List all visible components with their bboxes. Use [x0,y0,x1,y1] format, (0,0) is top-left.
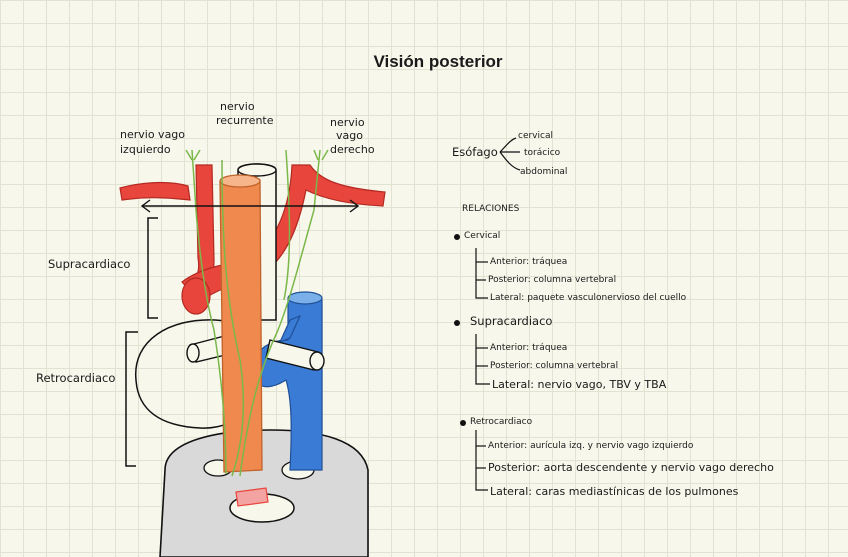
cervical-item-3: Lateral: paquete vasculonervioso del cue… [490,293,687,303]
label-nervio-vago-der-3: derecho [330,143,375,156]
group-supracardiaco: Supracardiaco [470,314,553,328]
esofago-branches [499,137,521,171]
label-nervio-vago-izq-1: nervio vago [120,128,186,141]
bracket-retrocardiaco [125,331,138,467]
esofago-part-toracico: torácico [524,148,561,158]
supracardiaco-item-1: Anterior: tráquea [490,343,568,353]
label-retrocardiaco: Retrocardiaco [36,371,116,385]
retrocardiaco-item-3: Lateral: caras mediastínicas de los pulm… [490,485,739,498]
bullet-icon [454,320,460,326]
relaciones-heading: RELACIONES [462,204,520,214]
bullet-icon [454,234,460,240]
cervical-item-2: Posterior: columna vertebral [488,275,617,285]
bullet-icon [460,420,466,426]
width-arrow [140,199,360,213]
label-supracardiaco: Supracardiaco [48,257,131,271]
label-nervio-vago-izq-2: izquierdo [120,143,171,156]
supracardiaco-item-2: Posterior: columna vertebral [490,361,619,371]
esofago-label: Esófago [452,145,498,159]
label-nervio-recurrente-1: nervio [220,100,255,113]
supracardiaco-item-3: Lateral: nervio vago, TBV y TBA [492,378,667,391]
bracket-supracardiaco [147,217,158,319]
page-title: Visión posterior [373,52,503,71]
cervical-item-1: Anterior: tráquea [490,257,568,267]
vertebra-red-mark [235,487,269,507]
retrocardiaco-item-1: Anterior: aurícula izq. y nervio vago iz… [488,441,694,451]
group-cervical: Cervical [464,231,501,241]
label-nervio-recurrente-2: recurrente [216,114,274,127]
nerves [185,149,329,477]
esofago-part-abdominal: abdominal [520,167,568,177]
label-nervio-vago-der-1: nervio [330,116,365,129]
relaciones-connectors [475,248,490,491]
pulmonary-right [265,339,319,371]
vein [249,291,323,471]
retrocardiaco-item-2: Posterior: aorta descendente y nervio va… [488,461,774,474]
label-nervio-vago-der-2: vago [336,129,363,142]
group-retrocardiaco: Retrocardiaco [470,417,533,427]
esofago-part-cervical: cervical [518,131,553,141]
esophagus [219,174,263,473]
